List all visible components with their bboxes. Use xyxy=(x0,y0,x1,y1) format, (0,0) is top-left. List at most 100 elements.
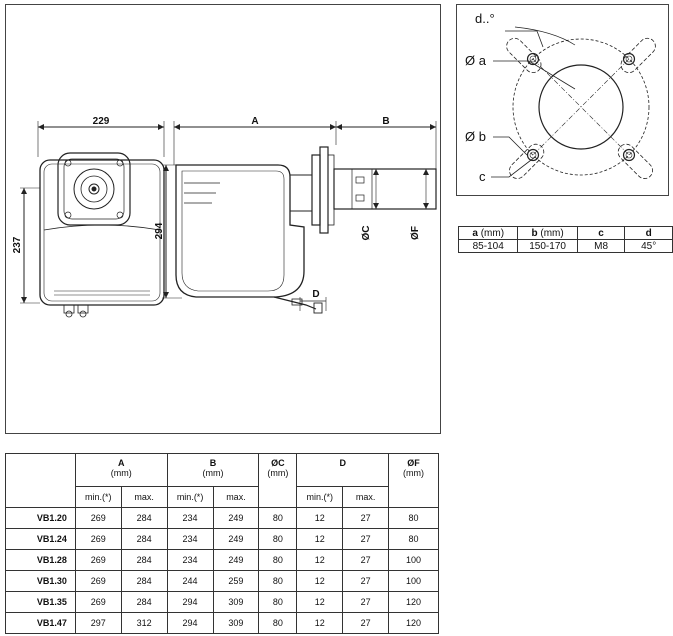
cell-a-min: 269 xyxy=(74,570,122,592)
cell-c: 80 xyxy=(258,507,298,529)
cell-d-min: 12 xyxy=(296,612,344,634)
cell-a-min: 269 xyxy=(74,549,122,571)
motor-hub xyxy=(73,168,115,210)
flange-label-dia-b: Ø b xyxy=(465,129,486,144)
header-of: ØF(mm) xyxy=(388,453,439,508)
cell-f: 100 xyxy=(388,570,439,592)
cell-f: 120 xyxy=(388,591,439,613)
cell-c: 80 xyxy=(258,528,298,550)
dim-label-d: D xyxy=(312,289,319,300)
header-d: D xyxy=(296,453,390,487)
cell-c: 80 xyxy=(258,591,298,613)
burner-drawing-panel: 229 237 A B 294 ØC ØF D xyxy=(5,4,441,434)
bolt-circle xyxy=(512,38,650,176)
cell-f: 80 xyxy=(388,528,439,550)
flange-header-b: b (mm) xyxy=(517,226,578,240)
dim-label-of: ØF xyxy=(410,226,421,240)
model-name-cell: VB1.30 xyxy=(5,570,76,592)
table-subheader-row: min.(*) max. min.(*) max. min.(*) max. xyxy=(6,486,439,508)
cell-d-min: 12 xyxy=(296,507,344,529)
cell-c: 80 xyxy=(258,549,298,571)
dim-label-oc: ØC xyxy=(361,226,372,241)
blast-tube xyxy=(333,168,437,210)
model-dimensions-table: A(mm) B(mm) ØC(mm) D ØF(mm) min.(*) max.… xyxy=(5,453,439,634)
flange-header-c: c xyxy=(576,226,626,240)
front-body xyxy=(39,159,165,306)
cell-b-max: 309 xyxy=(212,612,260,634)
mounting-flange xyxy=(311,154,321,226)
fan-housing xyxy=(57,152,131,226)
model-name-cell: VB1.28 xyxy=(5,549,76,571)
flange-value-b: 150-170 xyxy=(517,239,578,253)
model-name-cell: VB1.35 xyxy=(5,591,76,613)
side-housing xyxy=(175,164,305,298)
front-view xyxy=(20,121,165,318)
cell-a-max: 284 xyxy=(120,591,168,613)
cell-b-max: 309 xyxy=(212,591,260,613)
flange-label-angle: d..° xyxy=(475,11,495,26)
cell-d-min: 12 xyxy=(296,528,344,550)
flange-table-header-row: a (mm) b (mm) c d xyxy=(457,226,673,240)
cell-d-min: 12 xyxy=(296,570,344,592)
header-b: B(mm) xyxy=(166,453,260,487)
cell-c: 80 xyxy=(258,612,298,634)
cell-a-max: 284 xyxy=(120,507,168,529)
cell-d-max: 27 xyxy=(342,591,390,613)
cell-a-min: 269 xyxy=(74,507,122,529)
side-view xyxy=(162,121,437,314)
cell-f: 80 xyxy=(388,507,439,529)
table-group-header-row: A(mm) B(mm) ØC(mm) D ØF(mm) xyxy=(5,453,439,508)
cell-a-max: 312 xyxy=(120,612,168,634)
cell-a-max: 284 xyxy=(120,528,168,550)
flange-dimensions-table: a (mm) b (mm) c d 85-104 150-170 M8 45° xyxy=(457,226,673,253)
header-oc: ØC(mm) xyxy=(258,453,298,508)
cell-a-min: 269 xyxy=(74,591,122,613)
dim-label-237: 237 xyxy=(12,236,23,253)
cell-a-max: 284 xyxy=(120,549,168,571)
flange-label-c: c xyxy=(479,169,486,184)
table-corner-cell xyxy=(5,453,76,508)
cell-d-min: 12 xyxy=(296,591,344,613)
flange-value-a: 85-104 xyxy=(457,239,519,253)
burner-drawing: 229 237 A B 294 ØC ØF D xyxy=(12,116,437,318)
model-name-cell: VB1.47 xyxy=(5,612,76,634)
cell-b-min: 244 xyxy=(166,570,214,592)
model-name-cell: VB1.20 xyxy=(5,507,76,529)
cell-d-min: 12 xyxy=(296,549,344,571)
cell-b-max: 259 xyxy=(212,570,260,592)
flange-drawing: d..° Ø a Ø b c xyxy=(465,11,656,184)
cell-b-min: 234 xyxy=(166,507,214,529)
model-name-cell: VB1.24 xyxy=(5,528,76,550)
cell-a-max: 284 xyxy=(120,570,168,592)
cell-f: 120 xyxy=(388,612,439,634)
subheader-d-min: min.(*) xyxy=(296,486,344,508)
bolt-holes xyxy=(526,52,636,162)
cell-b-min: 294 xyxy=(166,591,214,613)
flange-header-d: d xyxy=(624,226,673,240)
cell-b-max: 249 xyxy=(212,549,260,571)
cell-b-min: 234 xyxy=(166,528,214,550)
dim-label-294: 294 xyxy=(154,222,165,239)
cell-a-min: 269 xyxy=(74,528,122,550)
flange-drawing-panel: d..° Ø a Ø b c xyxy=(456,4,669,196)
subheader-d-max: max. xyxy=(342,486,390,508)
cell-d-max: 27 xyxy=(342,528,390,550)
dim-label-a: A xyxy=(251,116,258,127)
subheader-a-max: max. xyxy=(120,486,168,508)
dim-label-b: B xyxy=(382,116,389,127)
subheader-b-max: max. xyxy=(212,486,260,508)
tube-opening xyxy=(538,64,624,150)
cell-b-max: 249 xyxy=(212,528,260,550)
dim-label-229: 229 xyxy=(93,116,110,127)
cell-d-max: 27 xyxy=(342,612,390,634)
cell-d-max: 27 xyxy=(342,549,390,571)
cell-d-max: 27 xyxy=(342,507,390,529)
flange-table-values-row: 85-104 150-170 M8 45° xyxy=(457,239,673,253)
